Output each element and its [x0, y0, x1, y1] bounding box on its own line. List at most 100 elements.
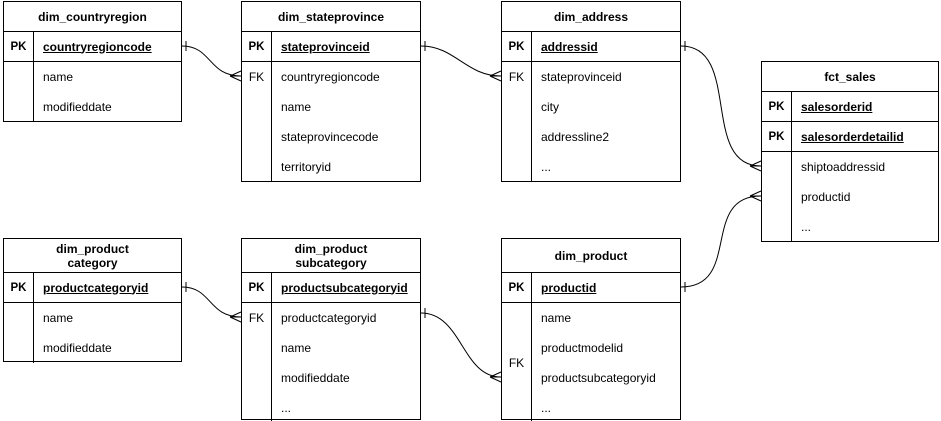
attribute-list: name productmodelid productsubcategoryid..…: [532, 303, 680, 421]
entity-key-rows: PK productcategoryid: [4, 273, 181, 303]
key-row[interactable]: PK stateprovinceid: [242, 32, 420, 62]
attribute-row[interactable]: name: [281, 341, 312, 355]
relationship-productcategory-to-subcategory: [181, 282, 242, 323]
relationship-line: [420, 312, 502, 378]
key-row[interactable]: PK countryregioncode: [4, 32, 181, 62]
relationship-product-to-sales: [680, 190, 762, 292]
entity-attribute-block: name modifieddate: [4, 62, 181, 122]
attribute-list: name modifieddate: [34, 62, 181, 122]
attribute-row[interactable]: city: [541, 100, 559, 114]
attribute-row[interactable]: countryregioncode: [281, 70, 380, 84]
attribute-list: name modifieddate: [34, 303, 181, 363]
attribute-row[interactable]: ...: [281, 401, 292, 415]
key-field-name: productcategoryid: [43, 280, 149, 295]
attribute-row[interactable]: modifieddate: [43, 341, 112, 355]
attribute-row[interactable]: addressline2: [541, 130, 610, 144]
cardinality-many-marker: [749, 190, 762, 202]
key-field-name: productid: [541, 280, 597, 295]
attribute-list: countryregioncode name stateprovincecode te…: [272, 62, 420, 182]
attribute-row[interactable]: ...: [541, 160, 552, 174]
attribute-row[interactable]: productcategoryid: [281, 311, 377, 325]
relationship-line: [181, 45, 242, 77]
relationship-subcategory-to-product: [420, 308, 502, 383]
attribute-row[interactable]: productid: [801, 190, 851, 204]
key-tag: PK: [242, 32, 272, 61]
cardinality-many-marker: [229, 311, 242, 323]
key-row[interactable]: PK addressid: [502, 32, 680, 62]
key-field-name: stateprovinceid: [281, 39, 370, 54]
entity-title: dim_product category: [4, 239, 181, 273]
entity-key-rows: PK countryregioncode: [4, 32, 181, 62]
key-tag: PK: [762, 92, 792, 121]
attribute-row[interactable]: name: [43, 311, 74, 325]
entity-title: dim_product: [502, 239, 680, 273]
key-tag: PK: [4, 273, 34, 302]
entity-attribute-block: shiptoaddressid productid...: [762, 152, 938, 242]
entity-title: dim_product subcategory: [242, 239, 420, 273]
attribute-row[interactable]: productmodelid: [541, 341, 624, 355]
entity-title: fct_sales: [762, 62, 938, 92]
entity-key-rows: PK stateprovinceid: [242, 32, 420, 62]
attribute-row[interactable]: name: [43, 70, 74, 84]
entity-attribute-block: FK stateprovinceid city addressline2...: [502, 62, 680, 182]
relationship-line: [420, 45, 502, 77]
key-row[interactable]: PK productcategoryid: [4, 273, 181, 303]
attribute-key-tag: FK: [242, 303, 272, 421]
cardinality-many-marker: [229, 70, 242, 82]
key-tag: PK: [4, 32, 34, 61]
attribute-row[interactable]: ...: [801, 220, 812, 234]
attribute-row[interactable]: territoryid: [281, 160, 332, 174]
attribute-row[interactable]: modifieddate: [43, 100, 112, 114]
entity-title: dim_stateprovince: [242, 2, 420, 32]
attribute-key-tag: FK: [502, 62, 532, 182]
attribute-row[interactable]: name: [281, 100, 312, 114]
entity-key-rows: PK productsubcategoryid: [242, 273, 420, 303]
attribute-row[interactable]: ...: [541, 401, 552, 415]
attribute-key-tag: [4, 303, 34, 363]
entity-attribute-block: name modifieddate: [4, 303, 181, 363]
key-tag: PK: [502, 273, 532, 302]
attribute-list: productcategoryid name modifieddate...: [272, 303, 420, 421]
relationship-line: [680, 45, 762, 167]
attribute-row[interactable]: stateprovincecode: [281, 130, 379, 144]
key-field-name: addressid: [541, 39, 598, 54]
key-row[interactable]: PK productid: [502, 273, 680, 303]
key-field-name: countryregioncode: [43, 39, 152, 54]
attribute-row[interactable]: name: [541, 311, 572, 325]
key-tag: PK: [762, 122, 792, 151]
attribute-key-tag: [4, 62, 34, 122]
entity-key-rows: PK productid: [502, 273, 680, 303]
entity-title: dim_countryregion: [4, 2, 181, 32]
entity-attribute-block: FK productcategoryid name modifieddate...: [242, 303, 420, 421]
relationship-address-to-sales: [680, 41, 762, 172]
attribute-key-tag: FK: [242, 62, 272, 182]
entity-key-rows: PK addressid: [502, 32, 680, 62]
cardinality-many-marker: [489, 371, 502, 383]
attribute-row[interactable]: stateprovinceid: [541, 70, 622, 84]
key-row[interactable]: PK productsubcategoryid: [242, 273, 420, 303]
key-field-name: productsubcategoryid: [281, 280, 408, 295]
attribute-key-tag: [762, 152, 792, 242]
entity-title: dim_address: [502, 2, 680, 32]
attribute-row[interactable]: shiptoaddressid: [801, 160, 886, 174]
cardinality-many-marker: [489, 70, 502, 82]
relationship-countryregion-to-stateprovince: [181, 41, 242, 82]
cardinality-many-marker: [749, 160, 762, 172]
attribute-row[interactable]: modifieddate: [281, 371, 350, 385]
key-tag: PK: [502, 32, 532, 61]
key-field-name: salesorderdetailid: [801, 129, 904, 144]
attribute-row[interactable]: productsubcategoryid: [541, 371, 656, 385]
key-tag: PK: [242, 273, 272, 302]
key-row[interactable]: PK salesorderdetailid: [762, 122, 938, 152]
